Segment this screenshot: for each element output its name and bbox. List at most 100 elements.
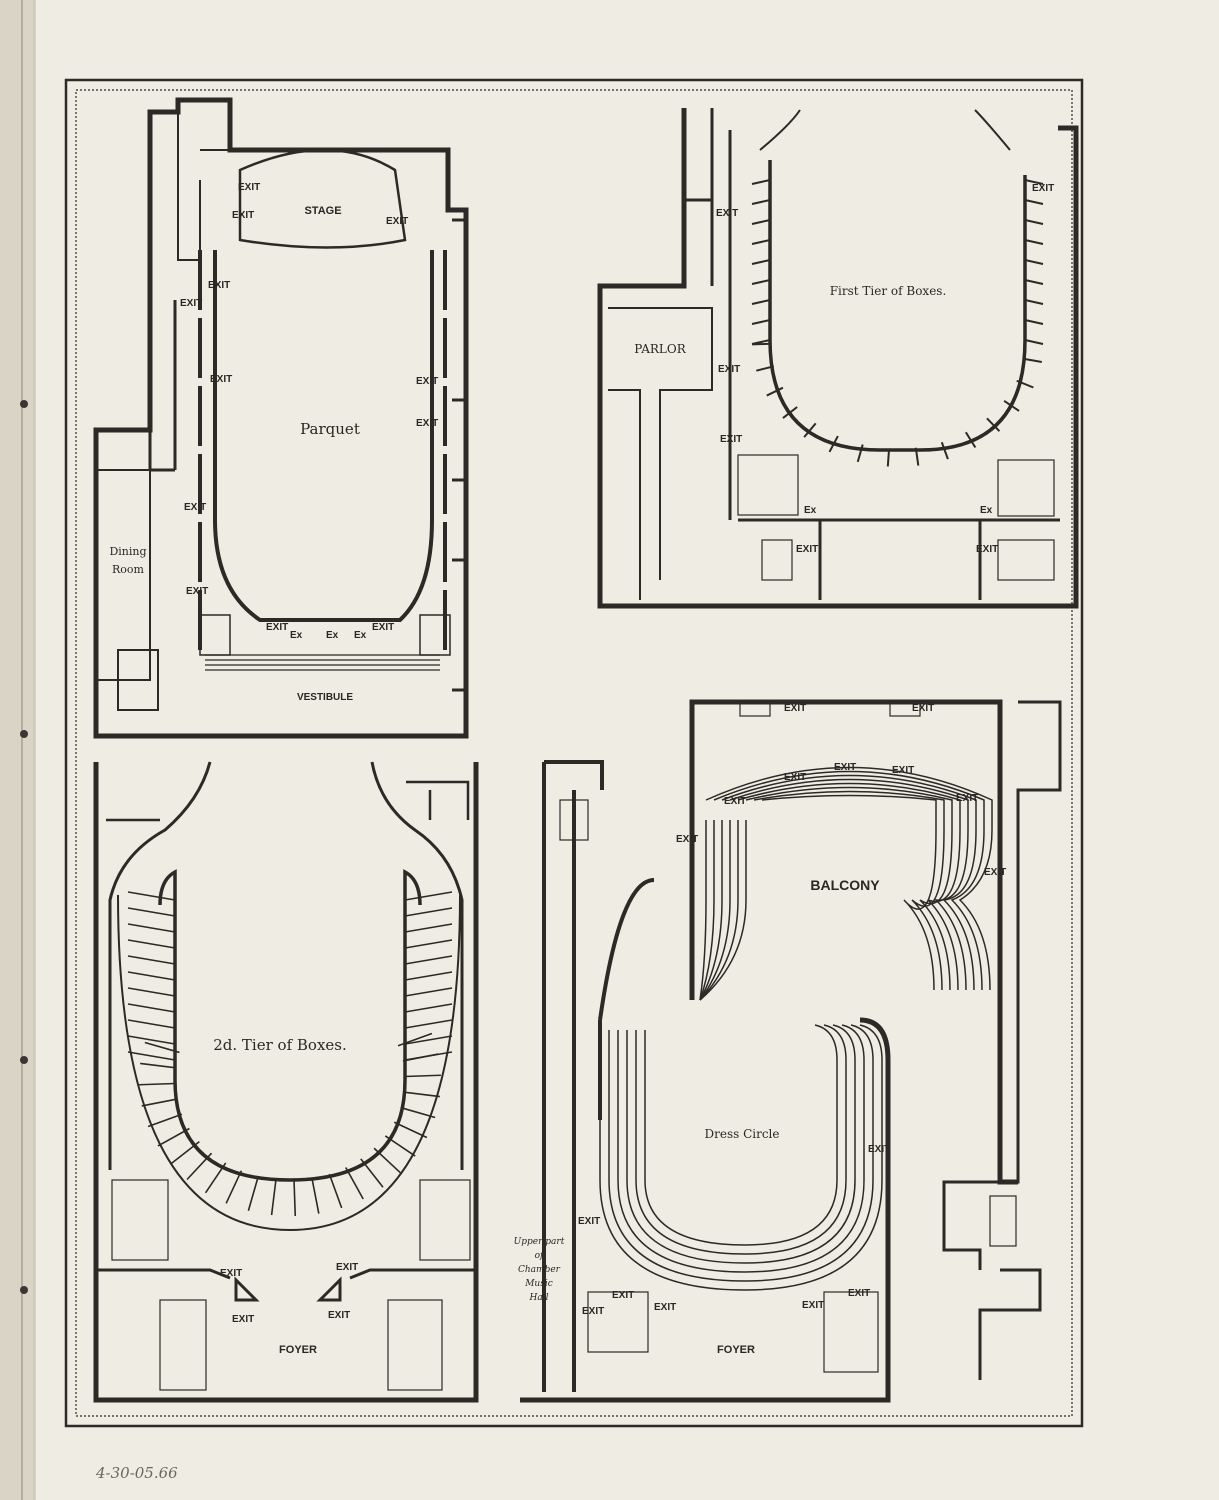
- balcony-title: BALCONY: [810, 877, 880, 893]
- second-tier-title: 2d. Tier of Boxes.: [213, 1036, 347, 1054]
- partition-line: [127, 987, 176, 997]
- partition-line: [127, 1019, 176, 1029]
- balcony-exit-4: EXIT: [834, 762, 856, 773]
- partition-line: [751, 319, 771, 325]
- seating-row: [761, 794, 937, 991]
- dress-circle-label: Dress Circle: [704, 1127, 779, 1141]
- partition-line: [270, 1179, 277, 1216]
- dining-room-label-2: Room: [112, 563, 145, 576]
- balcony-exit-10: EXIT: [868, 1144, 890, 1155]
- balcony-exit-2: EXIT: [912, 703, 934, 714]
- partition-line: [1024, 319, 1044, 325]
- partition-line: [127, 923, 176, 933]
- balcony-exit-5: EXIT: [892, 765, 914, 776]
- partition-line: [127, 1035, 176, 1045]
- balcony-exit-15: EXIT: [802, 1300, 824, 1311]
- partition-line: [127, 939, 176, 949]
- partition-line: [1003, 400, 1020, 412]
- partition-line: [404, 971, 453, 981]
- parquet-exit-2: EXIT: [232, 210, 254, 221]
- seating-row: [699, 820, 707, 1001]
- parquet-exit-8: EXIT: [416, 418, 438, 429]
- seating-row: [699, 820, 723, 1001]
- first-tier-title: First Tier of Boxes.: [830, 284, 947, 298]
- seating-row: [626, 1024, 856, 1264]
- partition-line: [940, 441, 949, 460]
- balcony-exit-12: EXIT: [582, 1306, 604, 1317]
- binding-edge: [0, 0, 36, 1500]
- partition-line: [751, 279, 771, 285]
- parlor-label: PARLOR: [634, 342, 686, 356]
- partition-line: [247, 1175, 260, 1212]
- parquet-exit-7: EXIT: [416, 376, 438, 387]
- balcony-exit-3: EXIT: [784, 772, 806, 783]
- parquet-exit-1: EXIT: [238, 182, 260, 193]
- partition-line: [404, 987, 453, 997]
- plan-balcony: BALCONY Dress Circle FOYER EXIT EXIT EXI…: [514, 699, 1062, 1403]
- partition-line: [127, 971, 176, 981]
- partition-line: [752, 342, 771, 346]
- vestibule-label: VESTIBULE: [297, 692, 353, 703]
- partition-line: [803, 422, 817, 438]
- second-tier-exit-2: EXIT: [336, 1262, 358, 1273]
- parquet-exit-9: EXIT: [184, 502, 206, 513]
- partition-line: [1024, 219, 1044, 225]
- partition-line: [127, 907, 176, 917]
- partition-line: [756, 365, 775, 372]
- seating-row: [745, 786, 953, 991]
- partition-line: [751, 219, 771, 225]
- partition-line: [1024, 179, 1044, 185]
- partition-line: [751, 239, 771, 245]
- partition-line: [751, 299, 771, 305]
- parquet-ex-2: Ex: [326, 630, 339, 641]
- chamber-note-2: of: [535, 1251, 545, 1261]
- first-tier-exit-5: EXIT: [796, 544, 818, 555]
- balcony-exit-9: EXIT: [984, 867, 1006, 878]
- partition-line: [1024, 339, 1044, 345]
- balcony-exit-8: EXIT: [676, 834, 698, 845]
- seating-row: [699, 820, 747, 1001]
- partition-line: [751, 179, 771, 185]
- first-tier-exit-3: EXIT: [720, 434, 742, 445]
- seating-row: [608, 1024, 874, 1282]
- partition-line: [373, 1147, 401, 1174]
- partition-line: [856, 444, 864, 463]
- partition-line: [404, 1003, 453, 1013]
- seating-row: [699, 820, 739, 1001]
- seating-row: [737, 782, 961, 991]
- balcony-exit-16: EXIT: [848, 1288, 870, 1299]
- balcony-exit-7: EXIT: [956, 793, 978, 804]
- partition-line: [293, 1179, 297, 1216]
- balcony-exit-14: EXIT: [654, 1302, 676, 1313]
- partition-line: [144, 1041, 180, 1054]
- seating-row: [729, 778, 969, 991]
- partition-line: [1024, 239, 1044, 245]
- partition-line: [127, 1003, 176, 1013]
- partition-line: [1016, 379, 1034, 389]
- partition-line: [1024, 299, 1044, 305]
- first-tier-ex-1: Ex: [804, 505, 817, 516]
- partition-line: [397, 1032, 433, 1047]
- partition-line: [914, 447, 920, 466]
- chamber-note-5: Hall: [529, 1293, 549, 1303]
- chamber-note-3: Chamber: [518, 1265, 561, 1275]
- partition-line: [140, 1062, 176, 1069]
- partition-line: [204, 1162, 227, 1194]
- partition-line: [225, 1170, 243, 1204]
- balcony-foyer-label: FOYER: [717, 1344, 755, 1356]
- partition-line: [404, 1035, 453, 1045]
- partition-line: [404, 1051, 453, 1061]
- parquet-exit-11: EXIT: [266, 622, 288, 633]
- parquet-title: Parquet: [300, 420, 360, 438]
- seating-row: [699, 820, 731, 1001]
- parquet-exit-6: EXIT: [210, 374, 232, 385]
- parquet-exit-4: EXIT: [208, 280, 230, 291]
- plan-first-tier: First Tier of Boxes. PARLOR EXIT EXIT EX…: [597, 108, 1079, 609]
- partition-line: [404, 939, 453, 949]
- partition-line: [404, 955, 453, 965]
- partition-line: [964, 431, 977, 449]
- partition-line: [404, 1091, 440, 1098]
- partition-line: [127, 955, 176, 965]
- partition-line: [139, 1082, 176, 1086]
